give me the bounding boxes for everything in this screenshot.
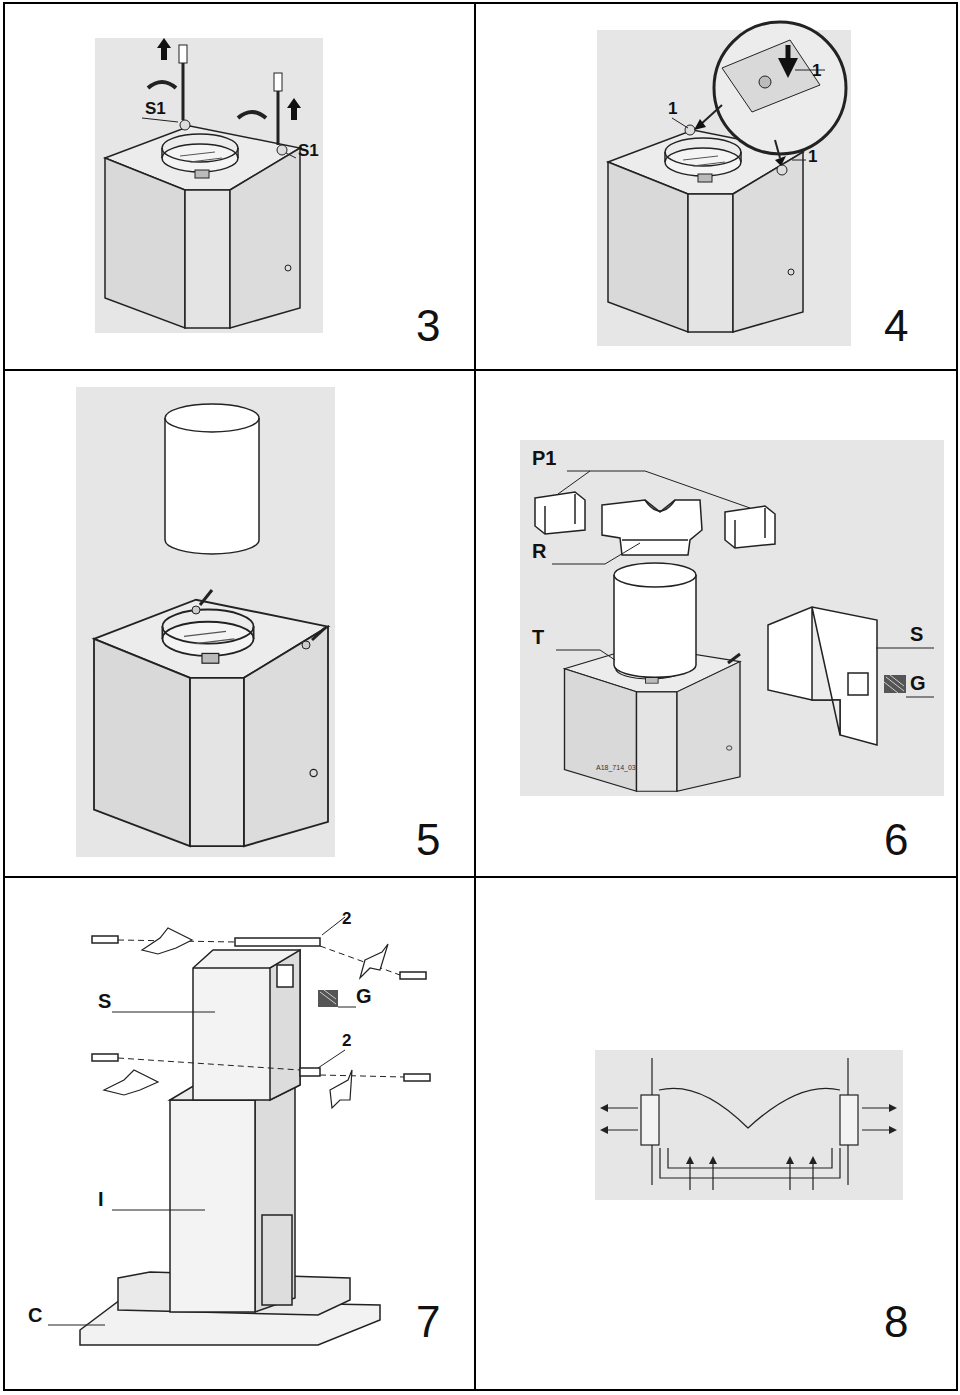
figure-number: 6 [884, 818, 908, 862]
part-label: G [356, 986, 372, 1006]
part-label: C [28, 1305, 42, 1325]
part-label: G [910, 673, 926, 693]
figure-number: 4 [884, 304, 908, 348]
callout-number: 1 [812, 62, 821, 79]
part-label: S1 [298, 142, 319, 159]
figure-number: 5 [416, 818, 440, 862]
figure-number: 8 [884, 1300, 908, 1344]
callout-number: 1 [668, 100, 677, 117]
part-label: I [98, 1189, 104, 1209]
part-label: S [910, 624, 923, 644]
part-label: S1 [145, 100, 166, 117]
part-label: P1 [532, 448, 556, 468]
part-label: S [98, 991, 111, 1011]
callout-number: 2 [342, 1032, 351, 1049]
part-label: R [532, 541, 546, 561]
figure-number: 7 [416, 1300, 440, 1344]
callout-number: 2 [342, 910, 351, 927]
figure-number: 3 [416, 304, 440, 348]
callout-number: 1 [808, 148, 817, 165]
drawing-code: A18_714_03 [596, 764, 636, 771]
part-label: T [532, 627, 544, 647]
